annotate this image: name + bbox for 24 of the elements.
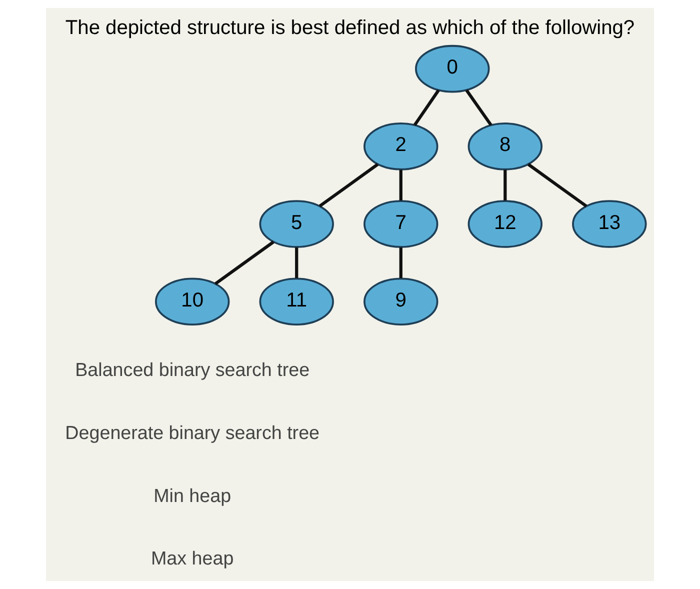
connector — [399, 170, 402, 201]
node-ellipse: 5 — [259, 200, 334, 248]
connector — [214, 240, 274, 285]
node-ellipse: 0 — [415, 44, 490, 93]
label: Min heap — [154, 484, 232, 506]
node-ellipse: 10 — [154, 278, 230, 326]
node-ellipse: 13 — [572, 200, 647, 248]
label: Max heap — [151, 548, 234, 569]
connector — [413, 89, 440, 126]
connector — [465, 89, 492, 126]
node-ellipse: 2 — [364, 122, 438, 170]
connector — [527, 163, 588, 208]
node-ellipse: 9 — [364, 278, 438, 326]
connector — [399, 247, 402, 278]
connector — [504, 170, 507, 201]
diagram-title: The depicted structure is best defined as which of the following? — [65, 17, 635, 40]
node-ellipse: 8 — [468, 122, 543, 170]
label: Balanced binary search tree — [75, 359, 310, 380]
node-ellipse: 12 — [468, 200, 543, 248]
label: Degenerate binary search tree — [65, 422, 320, 444]
node-ellipse: 7 — [364, 200, 438, 248]
node-ellipse: 11 — [259, 278, 334, 326]
connector — [318, 163, 379, 208]
connector — [295, 247, 298, 278]
